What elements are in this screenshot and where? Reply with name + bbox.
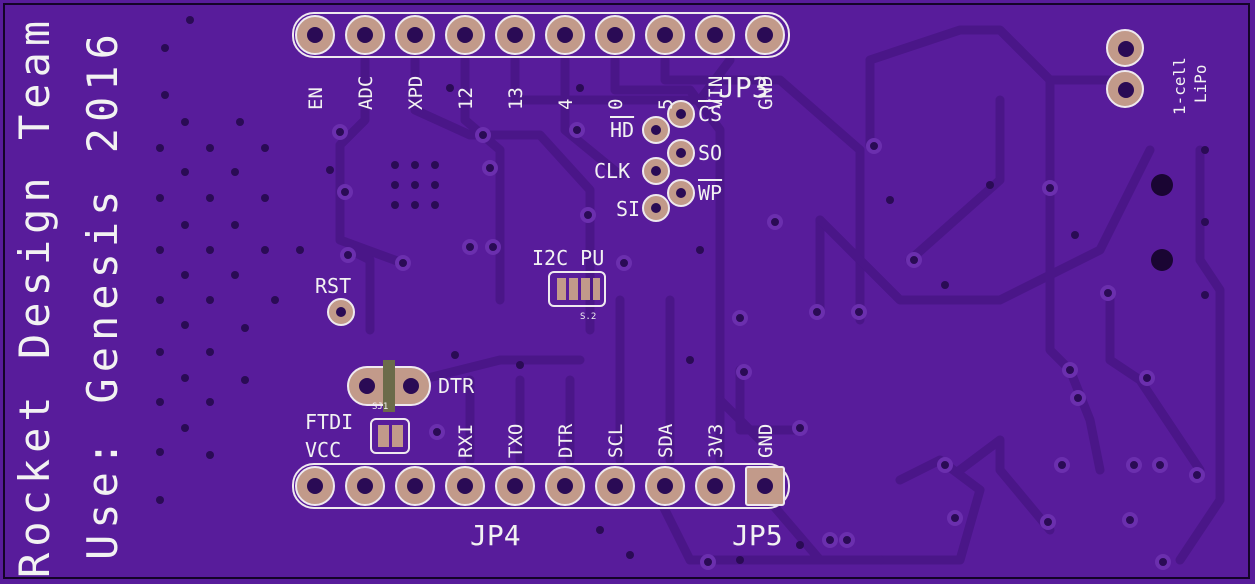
top-header-pin [595, 15, 635, 55]
board-outline [3, 3, 1250, 579]
top-pin-label: XPD [405, 75, 427, 110]
spi-pad-si [642, 194, 670, 222]
top-pin-label: VIN [705, 75, 727, 110]
top-header-pin [395, 15, 435, 55]
bottom-pin-label: TXO [505, 423, 527, 458]
dtr-jumper-label: DTR [438, 374, 475, 398]
spi-pad-cs [667, 100, 695, 128]
top-pin-label: 13 [505, 87, 527, 110]
vcc-label: VCC [305, 438, 342, 462]
top-pin-label: 0 [605, 98, 627, 110]
bottom-header-pin [545, 466, 585, 506]
bottom-header-pin [695, 466, 735, 506]
jp4-label: JP4 [470, 519, 521, 552]
battery-label: 1-cell [1170, 57, 1189, 115]
bottom-header-outline [292, 463, 790, 509]
ftdi-vcc-jumper[interactable] [370, 418, 410, 454]
top-header-pin [445, 15, 485, 55]
bottom-pin-label: DTR [555, 423, 577, 458]
battery-pad-1 [1106, 29, 1144, 67]
top-pin-label: ADC [355, 75, 377, 110]
battery-label-2: LiPo [1191, 64, 1210, 103]
bottom-header-pin [645, 466, 685, 506]
spi-pad-so [667, 139, 695, 167]
spi-label-wp: WP [698, 181, 723, 205]
spi-label-clk: CLK [594, 159, 631, 183]
top-header-pin [645, 15, 685, 55]
spi-pad-clk [642, 157, 670, 185]
team-title: Rocket Design Team [10, 14, 59, 578]
top-header-outline [292, 12, 790, 58]
use-subtitle: Use: Genesis 2016 [78, 28, 127, 560]
bottom-header-pin [495, 466, 535, 506]
bottom-header-pin [445, 466, 485, 506]
jp5-label: JP5 [732, 519, 783, 552]
dtr-jumper[interactable] [347, 360, 431, 412]
ftdi-label: FTDI [305, 410, 354, 434]
spi-label-cs: CS [698, 102, 723, 126]
bottom-pin-label: 3V3 [705, 423, 727, 458]
jp3-label: JP3 [718, 71, 769, 104]
top-header-pin [345, 15, 385, 55]
reset-pad[interactable] [327, 298, 355, 326]
bottom-header-pin [395, 466, 435, 506]
top-pin-label: EN [305, 87, 327, 110]
top-pin-label: 4 [555, 98, 577, 110]
bottom-header-pin-square [745, 466, 785, 506]
bottom-pin-label: SCL [605, 423, 627, 458]
top-header-pin [695, 15, 735, 55]
battery-pad-2 [1106, 70, 1144, 108]
top-pin-label: 12 [455, 87, 477, 110]
bottom-header-pin [295, 466, 335, 506]
top-header-pin [745, 15, 785, 55]
bottom-pin-label: GND [755, 423, 777, 458]
spi-pad-wp [667, 179, 695, 207]
i2c-pullup-label: I2C PU [532, 246, 605, 270]
top-pin-label: GND [755, 75, 777, 110]
spi-label-so: SO [698, 141, 723, 165]
bottom-pin-label: RXI [455, 423, 477, 458]
spi-label-hd: HD [610, 118, 635, 142]
sj2-label: S.2 [580, 312, 597, 322]
i2c-solder-jumper[interactable] [548, 271, 606, 307]
bottom-header-pin [595, 466, 635, 506]
bottom-header-pin [345, 466, 385, 506]
spi-pad-hd [642, 116, 670, 144]
top-header-pin [545, 15, 585, 55]
sj1-label: SJ1 [372, 402, 389, 412]
top-pin-label: 5 [655, 98, 677, 110]
bottom-pin-label: SDA [655, 423, 677, 458]
top-header-pin [495, 15, 535, 55]
spi-label-si: SI [616, 197, 641, 221]
rst-label: RST [315, 274, 352, 298]
top-header-pin [295, 15, 335, 55]
